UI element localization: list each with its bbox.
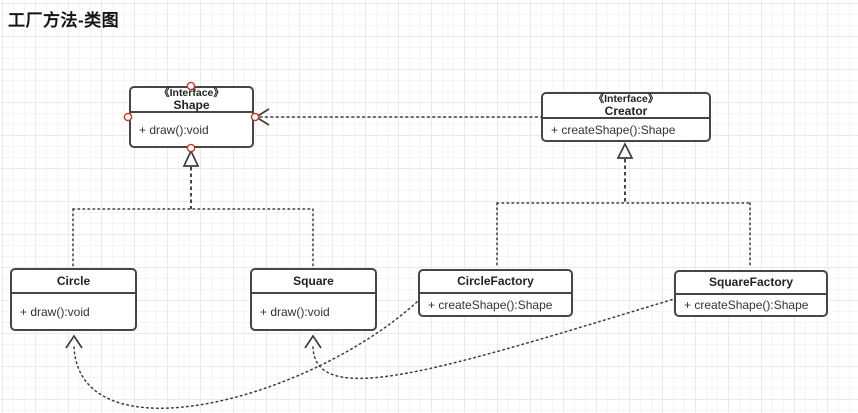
class-name: Square xyxy=(293,273,334,288)
class-box-circle[interactable]: Circle + draw():void xyxy=(10,268,137,331)
stereotype-label: 《Interface》 xyxy=(159,86,224,99)
class-box-square-factory[interactable]: SquareFactory + createShape():Shape xyxy=(674,270,828,317)
method-label: + createShape():Shape xyxy=(428,297,553,312)
class-body: + draw():void xyxy=(252,294,375,329)
class-box-shape[interactable]: 《Interface》 Shape + draw():void xyxy=(129,86,254,148)
class-header: 《Interface》 Shape xyxy=(131,86,252,113)
stereotype-label: 《Interface》 xyxy=(593,92,659,105)
class-header: SquareFactory xyxy=(676,272,826,295)
class-body: + createShape():Shape xyxy=(543,119,709,140)
open-arrowhead-square xyxy=(304,334,322,349)
class-name: SquareFactory xyxy=(708,275,794,289)
method-label: + draw():void xyxy=(20,304,90,319)
method-label: + draw():void xyxy=(139,122,209,137)
class-box-circle-factory[interactable]: CircleFactory + createShape():Shape xyxy=(418,269,573,317)
class-header: CircleFactory xyxy=(420,271,571,294)
class-name: Creator xyxy=(604,103,648,118)
class-body: + draw():void xyxy=(131,113,252,146)
class-box-creator[interactable]: 《Interface》 Creator + createShape():Shap… xyxy=(541,92,711,142)
class-name: Circle xyxy=(56,273,91,288)
class-header: Square xyxy=(252,270,375,294)
class-name: CircleFactory xyxy=(457,274,534,288)
hollow-triangle-arrowhead-shape xyxy=(182,148,200,167)
class-body: + createShape():Shape xyxy=(676,295,826,315)
class-header: Circle xyxy=(12,270,135,294)
class-box-square[interactable]: Square + draw():void xyxy=(250,268,377,331)
method-label: + createShape():Shape xyxy=(551,122,676,137)
class-body: + createShape():Shape xyxy=(420,294,571,315)
class-header: 《Interface》 Creator xyxy=(543,92,709,119)
open-arrowhead-creator-shape xyxy=(254,108,270,126)
class-name: Shape xyxy=(173,97,210,112)
hollow-triangle-arrowhead-creator xyxy=(616,142,634,159)
diagram-title: 工厂方法-类图 xyxy=(8,11,120,30)
class-body: + draw():void xyxy=(12,294,135,329)
method-label: + createShape():Shape xyxy=(684,298,809,312)
method-label: + draw():void xyxy=(260,304,330,319)
open-arrowhead-circle xyxy=(65,334,83,349)
